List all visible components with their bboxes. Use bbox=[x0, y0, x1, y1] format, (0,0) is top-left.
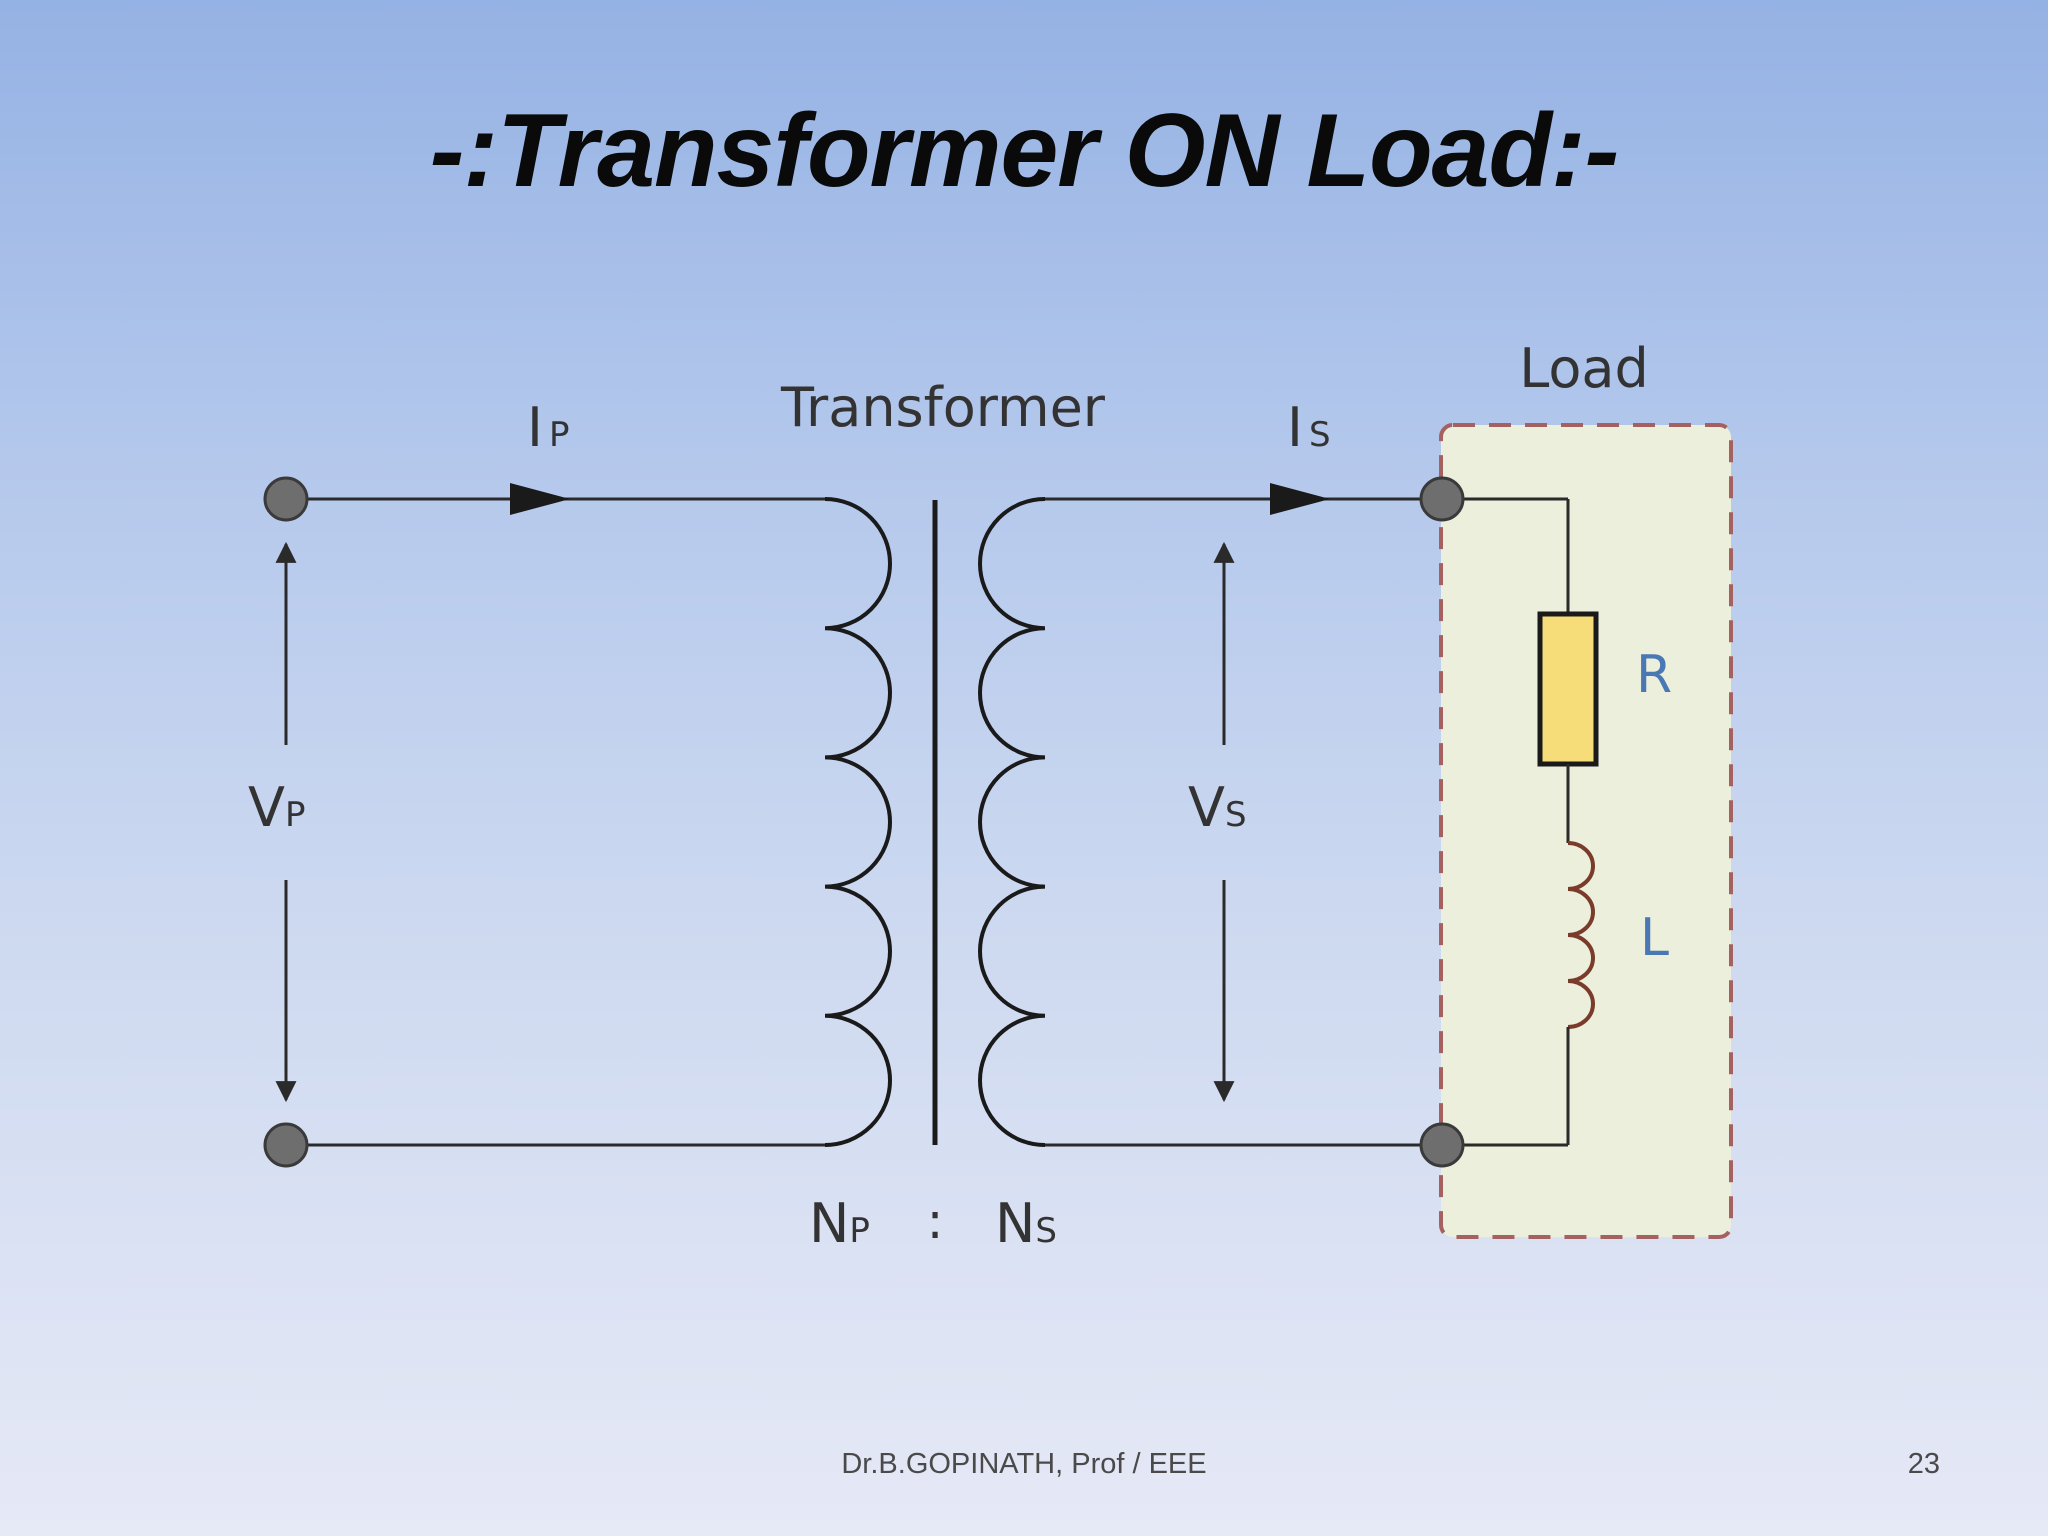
primary-current-arrow bbox=[510, 483, 570, 515]
footer-author: Dr.B.GOPINATH, Prof / EEE bbox=[841, 1448, 1207, 1480]
primary-turns-subscript: P bbox=[849, 1211, 870, 1251]
primary-turns-label: NP bbox=[809, 1192, 870, 1255]
load-box bbox=[1439, 423, 1733, 1239]
secondary-turns-symbol: N bbox=[995, 1192, 1035, 1255]
load-label: Load bbox=[1519, 337, 1649, 400]
primary-coil bbox=[824, 497, 892, 1147]
primary-bottom-terminal bbox=[263, 1122, 309, 1168]
secondary-bottom-terminal bbox=[1419, 1122, 1465, 1168]
secondary-voltage-subscript: S bbox=[1225, 795, 1247, 835]
secondary-turns-subscript: S bbox=[1035, 1211, 1057, 1251]
primary-voltage-symbol: V bbox=[248, 776, 285, 839]
primary-current-subscript: P bbox=[549, 415, 570, 455]
secondary-coil bbox=[978, 497, 1046, 1147]
inductor bbox=[1567, 841, 1595, 1029]
inductor-label: L bbox=[1640, 908, 1669, 968]
page-number: 23 bbox=[1907, 1448, 1940, 1480]
secondary-turns-label: NS bbox=[995, 1192, 1057, 1255]
primary-current-symbol: I bbox=[527, 396, 543, 459]
resistor bbox=[1537, 611, 1599, 767]
secondary-voltage-label: VS bbox=[1188, 776, 1247, 839]
secondary-voltage-symbol: V bbox=[1188, 776, 1225, 839]
secondary-current-subscript: S bbox=[1309, 415, 1331, 455]
slide-title: -:Transformer ON Load:- bbox=[429, 93, 1620, 209]
secondary-top-terminal bbox=[1419, 476, 1465, 522]
secondary-current-arrow bbox=[1270, 483, 1330, 515]
resistor-label: R bbox=[1636, 645, 1672, 705]
primary-turns-symbol: N bbox=[809, 1192, 849, 1255]
primary-voltage-subscript: P bbox=[285, 795, 306, 835]
transformer-label: Transformer bbox=[780, 376, 1106, 439]
turns-ratio-separator: : bbox=[927, 1192, 944, 1250]
secondary-current-symbol: I bbox=[1287, 396, 1303, 459]
primary-voltage-label: VP bbox=[248, 776, 305, 839]
primary-top-terminal bbox=[263, 476, 309, 522]
